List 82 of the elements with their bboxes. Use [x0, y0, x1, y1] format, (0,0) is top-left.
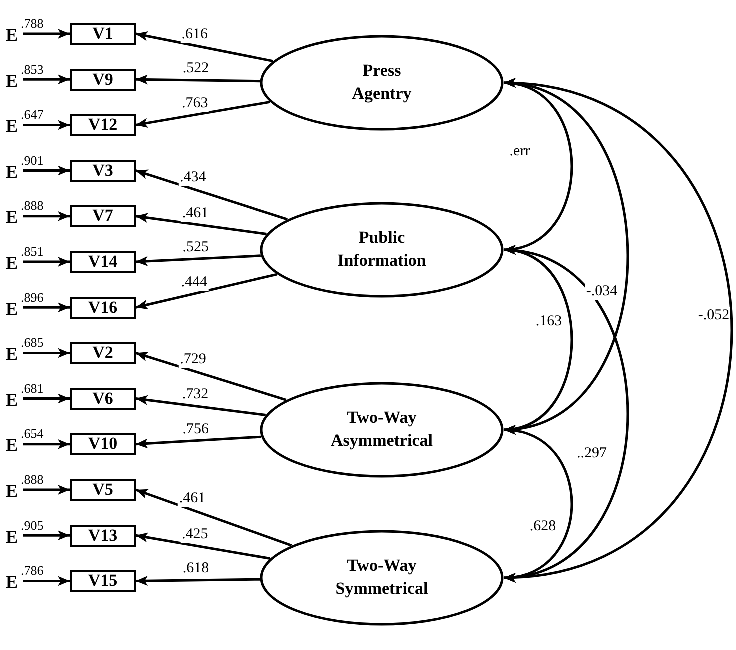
arrow [136, 31, 274, 63]
indicator-box: V9 [70, 68, 136, 91]
edge-label: .461 [178, 490, 207, 508]
error-term: E [6, 300, 18, 318]
error-variance: .851 [21, 245, 44, 258]
arrow [136, 213, 267, 236]
error-term: E [6, 26, 18, 44]
factor-name: Press Agentry [351, 60, 413, 105]
indicator-box: V5 [70, 479, 136, 501]
arrow [504, 247, 630, 581]
arrow [136, 254, 261, 266]
error-variance: .788 [21, 17, 44, 30]
error-term: E [6, 162, 18, 181]
arrow [23, 394, 70, 404]
indicator-box: V16 [70, 296, 136, 319]
indicator-box: V10 [70, 433, 136, 456]
error-term: E [6, 117, 18, 136]
arrow [136, 576, 260, 586]
error-term: E [6, 573, 18, 592]
indicator-box: V2 [70, 342, 136, 364]
arrow [136, 488, 292, 547]
indicator-box: V7 [70, 205, 136, 228]
indicator-box: V15 [70, 570, 136, 592]
arrow [23, 302, 70, 313]
edge-label: .732 [181, 386, 210, 404]
arrow [23, 439, 70, 450]
arrow [136, 352, 287, 402]
arrow [23, 485, 70, 495]
indicator-box: V1 [70, 23, 136, 45]
edge-label: .461 [181, 205, 210, 222]
indicator-box: V14 [70, 251, 136, 273]
error-variance: .786 [21, 564, 44, 578]
arrow [23, 576, 70, 586]
indicator-box: V13 [70, 524, 136, 547]
error-variance: .888 [21, 473, 44, 486]
error-term: E [6, 436, 18, 454]
error-variance: .901 [21, 154, 44, 167]
factor-name: Two-Way Asymmetrical [330, 407, 434, 452]
arrow [136, 170, 288, 221]
arrow [23, 29, 70, 39]
error-term: E [6, 528, 18, 546]
error-term: E [6, 390, 18, 409]
error-term: E [6, 254, 18, 272]
arrow [504, 426, 574, 582]
error-variance: .853 [21, 62, 44, 76]
arrow [136, 74, 260, 85]
arrow [136, 100, 270, 128]
arrow [23, 120, 70, 130]
arrow [23, 348, 70, 358]
arrow [136, 532, 270, 560]
indicator-box: V6 [70, 388, 136, 410]
error-variance: .647 [21, 108, 44, 122]
edge-label: .616 [180, 26, 209, 44]
error-variance: .888 [21, 199, 44, 212]
edge-label: .763 [181, 96, 210, 113]
arrow [136, 436, 262, 449]
error-term: E [6, 72, 18, 90]
error-variance: .685 [21, 336, 44, 350]
arrow [136, 395, 266, 417]
error-variance: .896 [21, 290, 44, 304]
indicator-box: V3 [70, 160, 136, 182]
arrow [136, 273, 278, 310]
error-term: E [6, 345, 18, 364]
error-variance: .905 [21, 518, 44, 532]
edge-label: -.034 [585, 284, 619, 300]
arrow [504, 80, 733, 582]
edge-label: .425 [181, 526, 210, 544]
arrow [23, 74, 70, 85]
edge-label: .434 [178, 170, 208, 187]
error-variance: .654 [21, 427, 44, 440]
error-term: E [6, 208, 18, 226]
arrow [23, 166, 70, 176]
edge-label: .729 [179, 352, 208, 369]
error-term: E [6, 482, 18, 500]
arrow [23, 530, 70, 541]
error-variance: .681 [21, 382, 44, 395]
arrow [23, 257, 70, 267]
factor-name: Two-Way Symmetrical [334, 555, 430, 600]
indicator-box: V12 [70, 114, 136, 136]
arrow [23, 211, 70, 222]
edge-label: .444 [180, 274, 209, 292]
factor-name: Public Information [336, 227, 428, 272]
